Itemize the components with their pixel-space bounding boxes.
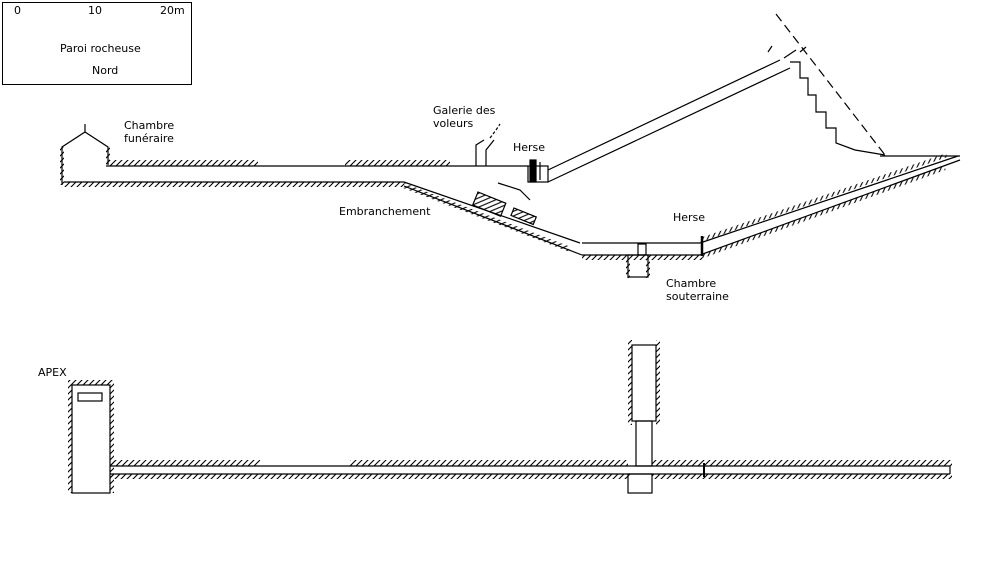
scale-tick-20: 20m bbox=[160, 4, 185, 17]
label-portcullis-lower: Herse bbox=[673, 211, 706, 224]
apex-sarcophagus bbox=[77, 392, 103, 402]
label-thieves-gallery-line2: voleurs bbox=[433, 117, 474, 130]
thieves-gallery bbox=[475, 139, 495, 166]
label-burial-chamber-line1: Chambre bbox=[124, 119, 175, 132]
plan-view bbox=[68, 340, 952, 494]
burial-chamber-outline bbox=[61, 131, 109, 185]
label-subterranean-chamber-line1: Chambre bbox=[666, 277, 717, 290]
legend-north-label: Nord bbox=[92, 64, 119, 77]
pyramid-steps bbox=[790, 61, 886, 156]
legend-box bbox=[2, 2, 192, 85]
side-view bbox=[60, 13, 961, 278]
label-apex: APEX bbox=[38, 366, 67, 379]
label-portcullis-upper: Herse bbox=[513, 141, 546, 154]
label-subterranean-chamber-line2: souterraine bbox=[666, 290, 729, 303]
label-thieves-gallery-line1: Galerie des bbox=[433, 104, 496, 117]
plan-chamber bbox=[631, 344, 657, 422]
original-face-line bbox=[775, 13, 886, 156]
label-junction: Embranchement bbox=[339, 205, 431, 218]
scale-tick-10: 10 bbox=[88, 4, 102, 17]
junction-block bbox=[471, 191, 507, 217]
label-burial-chamber-line2: funéraire bbox=[124, 132, 174, 145]
portcullis-upper bbox=[529, 159, 537, 183]
scale-tick-0: 0 bbox=[14, 4, 21, 17]
legend-rock-wall-label: Paroi rocheuse bbox=[60, 42, 141, 55]
